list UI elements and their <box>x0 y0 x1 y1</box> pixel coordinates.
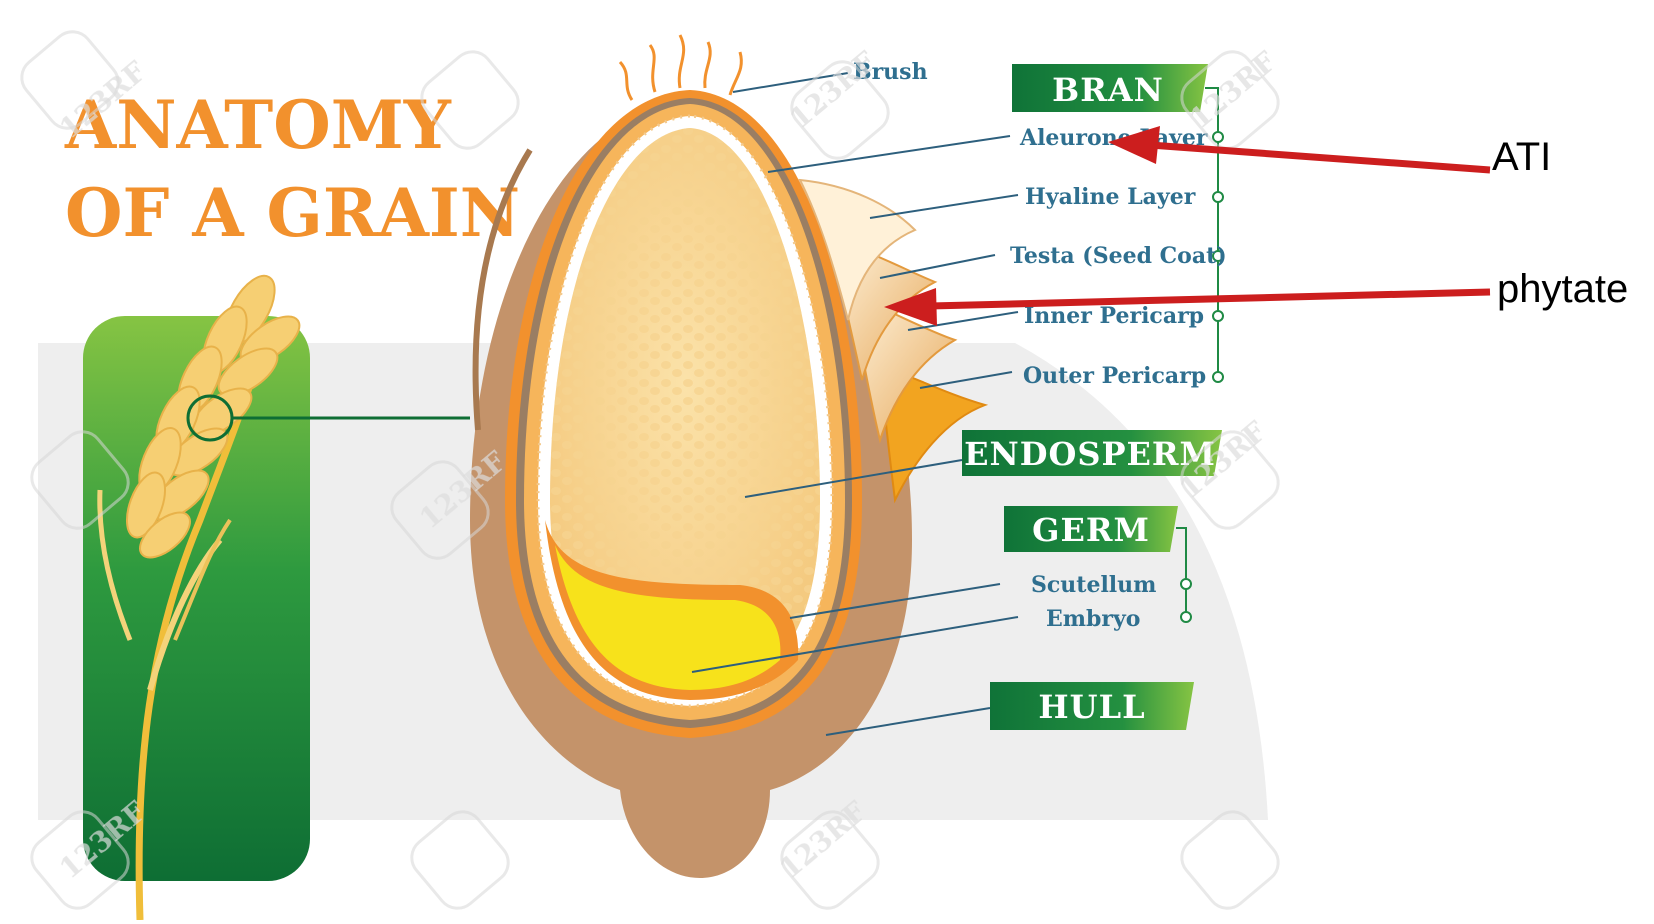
annotation-ati: ATI <box>1492 135 1551 179</box>
label-embryo: Embryo <box>1046 606 1140 632</box>
badge-hull: HULL <box>990 682 1194 730</box>
label-testa-seed-coat: Testa (Seed Coat) <box>1010 243 1227 269</box>
label-outer-pericarp: Outer Pericarp <box>1023 363 1206 389</box>
label-hyaline-layer: Hyaline Layer <box>1025 184 1196 210</box>
brush-hairs <box>620 35 741 100</box>
badge-hull-text: HULL <box>1038 688 1145 726</box>
label-inner-pericarp: Inner Pericarp <box>1024 303 1204 329</box>
badge-germ-text: GERM <box>1032 511 1150 549</box>
badge-germ: GERM <box>1004 506 1178 552</box>
badge-bran: BRAN <box>1012 64 1208 112</box>
title-line-2: OF A GRAIN <box>65 174 520 252</box>
badge-bran-text: BRAN <box>1052 71 1164 109</box>
annotation-phytate: phytate <box>1497 267 1628 311</box>
svg-text:123RF: 123RF <box>783 45 882 136</box>
badge-endosperm-text: ENDOSPERM <box>964 435 1216 473</box>
label-scutellum: Scutellum <box>1031 572 1156 598</box>
